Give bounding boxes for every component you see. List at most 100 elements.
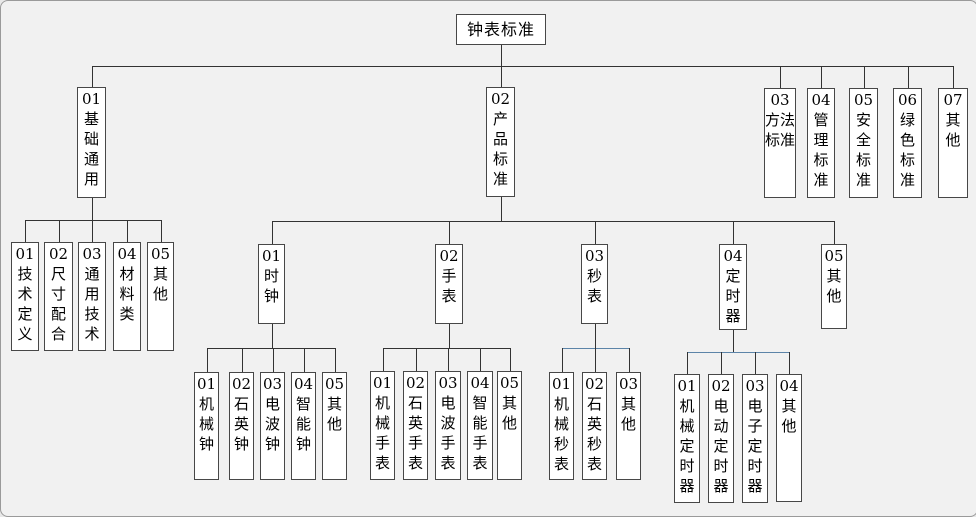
connector-line [953, 66, 954, 88]
connector-line [562, 348, 563, 372]
node-number: 05 [853, 91, 874, 109]
node-number: 02 [439, 247, 459, 265]
node-number: 05 [150, 245, 171, 263]
connector-line [501, 197, 502, 221]
node-number: 03 [82, 245, 102, 263]
connector-line [733, 221, 734, 244]
tree-node: 01 时钟 [258, 244, 285, 324]
connector-line [207, 348, 208, 372]
connector-line [908, 66, 909, 88]
node-number: 01 [372, 374, 393, 392]
connector-line [92, 66, 93, 87]
node-label: 智能钟 [295, 395, 311, 453]
tree-node: 01 技术定义 [11, 242, 39, 351]
connector-line [416, 348, 417, 371]
connector-line [480, 348, 481, 371]
connector-line [501, 45, 502, 66]
node-label: 电动定时器 [713, 397, 729, 495]
node-label: 石英秒表 [586, 395, 602, 473]
node-label: 基础通用 [83, 110, 99, 188]
connector-line [25, 220, 162, 221]
node-label: 安全标准 [855, 111, 871, 189]
connector-line [127, 220, 128, 242]
connector-line [25, 220, 26, 242]
node-label: 通用技术 [84, 265, 100, 343]
node-label: 机械手表 [374, 394, 390, 472]
root-label: 钟表标准 [466, 19, 535, 39]
tree-node: 04 智能手表 [467, 371, 493, 480]
node-label: 机械定时器 [679, 397, 695, 495]
node-label: 机械钟 [198, 395, 214, 453]
connector-line [335, 348, 336, 372]
node-label: 手表 [441, 267, 457, 305]
node-label: 电波手表 [440, 394, 456, 472]
node-label: 其他 [620, 395, 636, 433]
connector-line [272, 324, 273, 348]
node-number: 04 [470, 374, 490, 392]
node-label: 方法标准 [765, 111, 796, 149]
connector-line [864, 66, 865, 88]
node-number: 07 [943, 91, 963, 109]
tree-node: 05 安全标准 [849, 88, 878, 198]
node-label: 其他 [326, 395, 342, 433]
node-number: 04 [723, 247, 743, 265]
connector-line [161, 220, 162, 242]
connector-line [562, 348, 630, 349]
node-label: 材料类 [119, 265, 135, 323]
tree-node: 05 其他 [322, 372, 347, 480]
node-number: 02 [231, 375, 252, 393]
node-label: 其他 [152, 265, 168, 303]
node-label: 尺寸配合 [50, 265, 66, 343]
connector-line [755, 352, 756, 374]
connector-line [242, 348, 243, 372]
connector-line [272, 221, 273, 244]
node-label: 技术定义 [17, 265, 33, 343]
tree-node: 07 其他 [938, 88, 968, 198]
node-number: 06 [897, 91, 918, 109]
node-number: 05 [324, 375, 345, 393]
tree-node: 02 手表 [435, 244, 463, 324]
connector-line [721, 352, 722, 374]
node-label: 其他 [781, 397, 797, 435]
connector-line [629, 348, 630, 372]
connector-line [92, 66, 954, 67]
connector-line [272, 221, 835, 222]
connector-line [449, 221, 450, 244]
node-number: 03 [584, 247, 605, 265]
node-label: 其他 [945, 111, 961, 149]
connector-line [207, 348, 336, 349]
node-number: 01 [261, 247, 282, 265]
node-number: 03 [745, 377, 765, 395]
connector-line [383, 348, 511, 349]
tree-node: 05 其他 [147, 242, 174, 351]
node-label: 机械秒表 [553, 395, 569, 473]
connector-line [789, 352, 790, 374]
node-label: 智能手表 [472, 394, 488, 472]
node-label: 石英钟 [233, 395, 249, 453]
node-label: 电波钟 [264, 395, 280, 453]
node-label: 秒表 [586, 267, 602, 305]
connector-line [595, 348, 596, 372]
node-number: 01 [15, 245, 35, 263]
connector-line [92, 198, 93, 220]
tree-node: 03 通用技术 [78, 242, 106, 351]
node-label: 时钟 [263, 267, 279, 305]
connector-line [501, 66, 502, 87]
connector-line [448, 348, 449, 371]
tree-node: 01 机械手表 [370, 371, 395, 480]
node-number: 01 [196, 375, 217, 393]
